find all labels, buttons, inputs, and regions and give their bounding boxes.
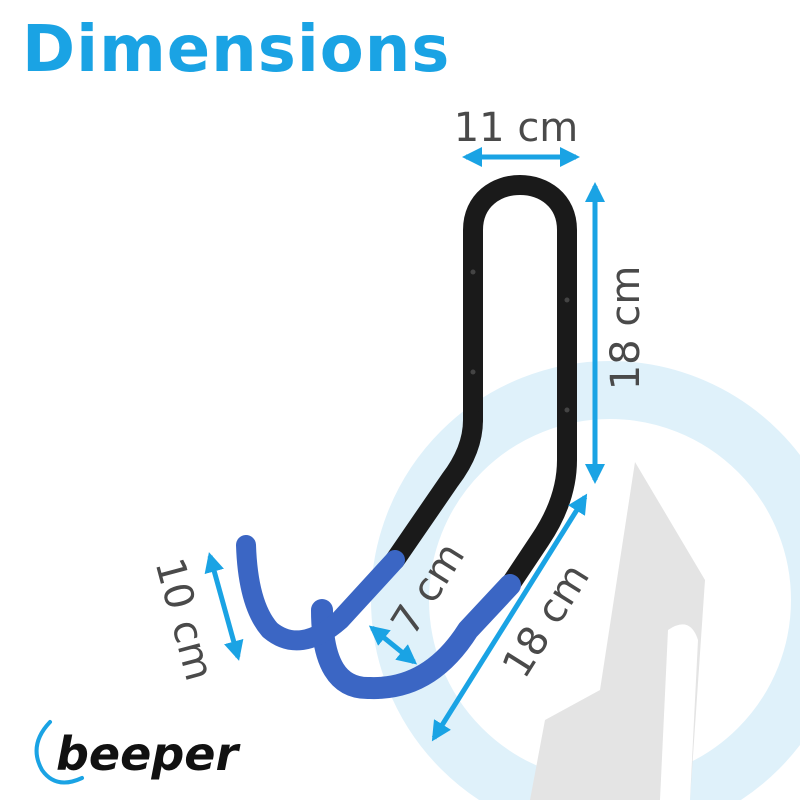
brand-logo: beeper [34,720,241,785]
label-left-tip: 10 cm [146,553,223,685]
brand-name: beeper [56,727,241,781]
label-right-height: 18 cm [603,266,649,391]
brand-logo-swoosh [34,720,84,785]
arrow-diagonal-length [431,493,588,742]
watermark-ring [371,361,800,800]
watermark-cutout [660,624,698,800]
arrow-left-tip [204,552,244,661]
hook-frame-inner [385,410,483,570]
measurement-arrows [204,147,605,742]
label-top-width: 11 cm [454,105,579,151]
hook-coating-back [236,535,405,651]
hook-mount-holes [470,269,570,413]
arrow-inner-gap [368,625,418,665]
page-title: Dimensions [22,13,451,87]
